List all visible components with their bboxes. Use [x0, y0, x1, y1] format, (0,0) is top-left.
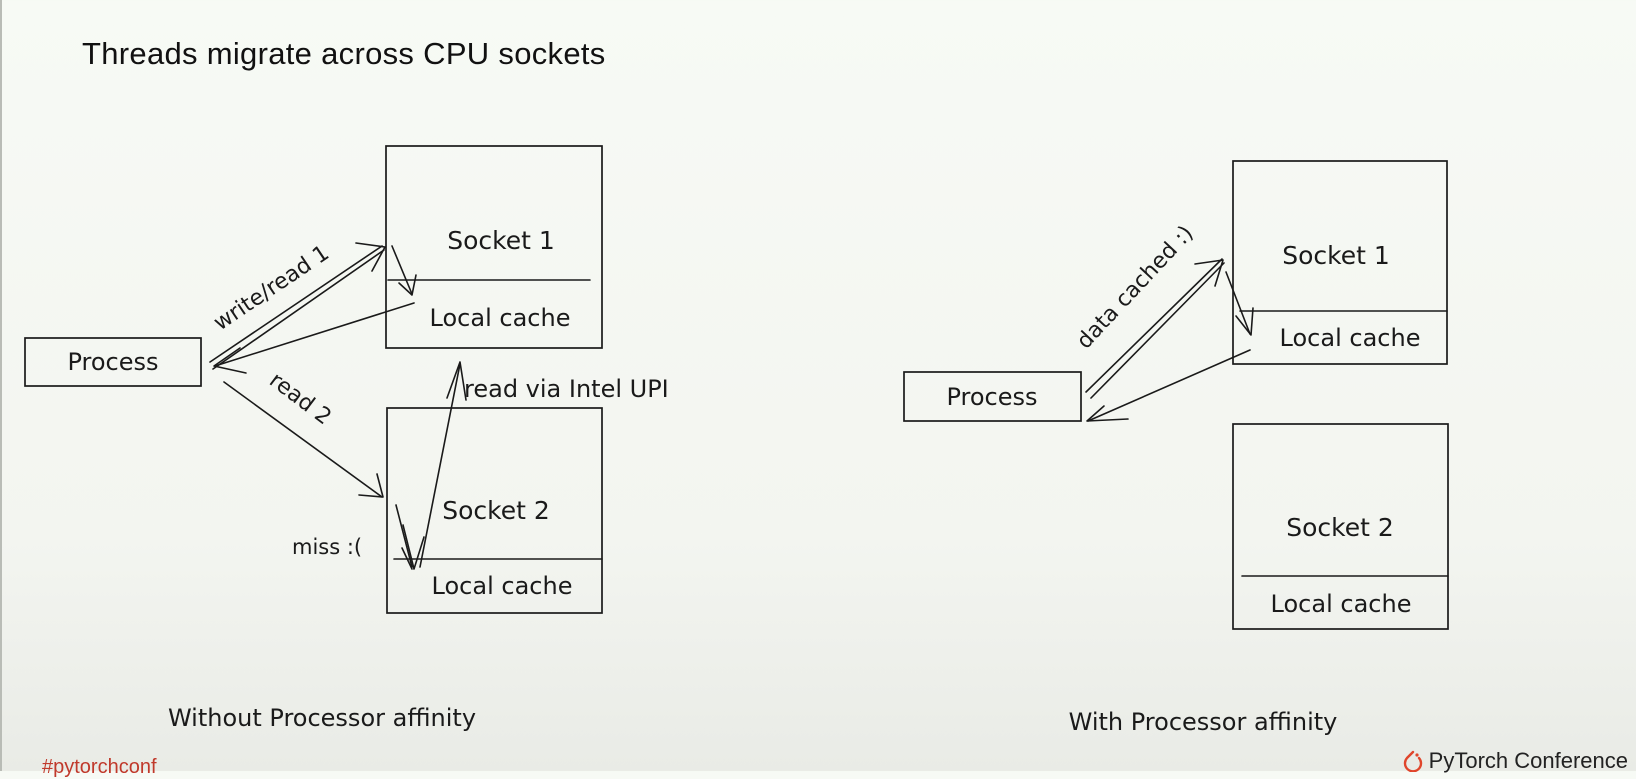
footer-brand-label: PyTorch Conference — [1428, 748, 1628, 773]
right-socket1-box — [1232, 160, 1448, 365]
right-process-box — [903, 371, 1082, 422]
right-process-label: Process — [946, 383, 1037, 411]
right-socket1-label: Socket 1 — [1282, 241, 1390, 270]
left-edge-upi: read via Intel UPI — [464, 375, 669, 403]
left-arrow-write-read-1 — [209, 242, 386, 370]
pytorch-logo-icon — [1403, 750, 1422, 772]
left-caption: Without Processor affinity — [168, 704, 476, 732]
right-arrow-socket1-to-cache — [1225, 271, 1254, 336]
left-edge-read-2: read 2 — [264, 368, 335, 430]
right-arrow-data-cached — [1085, 258, 1225, 399]
footer-hashtag: #pytorchconf — [42, 756, 157, 778]
left-arrow-miss — [395, 504, 425, 570]
left-socket2-label: Socket 2 — [442, 496, 550, 525]
left-socket1-label: Socket 1 — [447, 226, 555, 255]
right-arrow-cache-return — [1086, 349, 1251, 422]
left-socket1-cache-label: Local cache — [430, 304, 571, 332]
left-arrow-cache-return — [213, 302, 415, 374]
left-arrow-read-2 — [223, 381, 384, 498]
left-edge-write-read-1: write/read 1 — [209, 241, 333, 336]
right-caption: With Processor affinity — [1069, 708, 1338, 736]
right-diagram: Process Socket 1 Local cache Socket 2 Lo… — [903, 160, 1449, 736]
slide-left-edge — [0, 0, 2, 771]
left-process-box — [24, 337, 202, 387]
left-arrow-upi — [419, 361, 467, 568]
right-socket2-cache-label: Local cache — [1271, 590, 1412, 618]
left-process-label: Process — [67, 348, 158, 376]
left-miss-label: miss :( — [292, 535, 362, 559]
footer-brand: PyTorch Conference — [1403, 748, 1628, 774]
right-edge-data-cached: data cached :) — [1072, 221, 1198, 354]
left-arrow-socket1-to-cache — [391, 245, 417, 296]
right-socket2-label: Socket 2 — [1286, 513, 1394, 542]
left-socket1-box — [385, 145, 603, 349]
left-diagram: Process Socket 1 Local cache Socket 2 Lo… — [24, 145, 669, 732]
left-socket2-box — [386, 407, 603, 614]
right-socket1-cache-label: Local cache — [1280, 324, 1421, 352]
left-socket2-cache-label: Local cache — [432, 572, 573, 600]
right-socket2-box — [1232, 423, 1449, 630]
slide-title: Threads migrate across CPU sockets — [82, 36, 606, 71]
